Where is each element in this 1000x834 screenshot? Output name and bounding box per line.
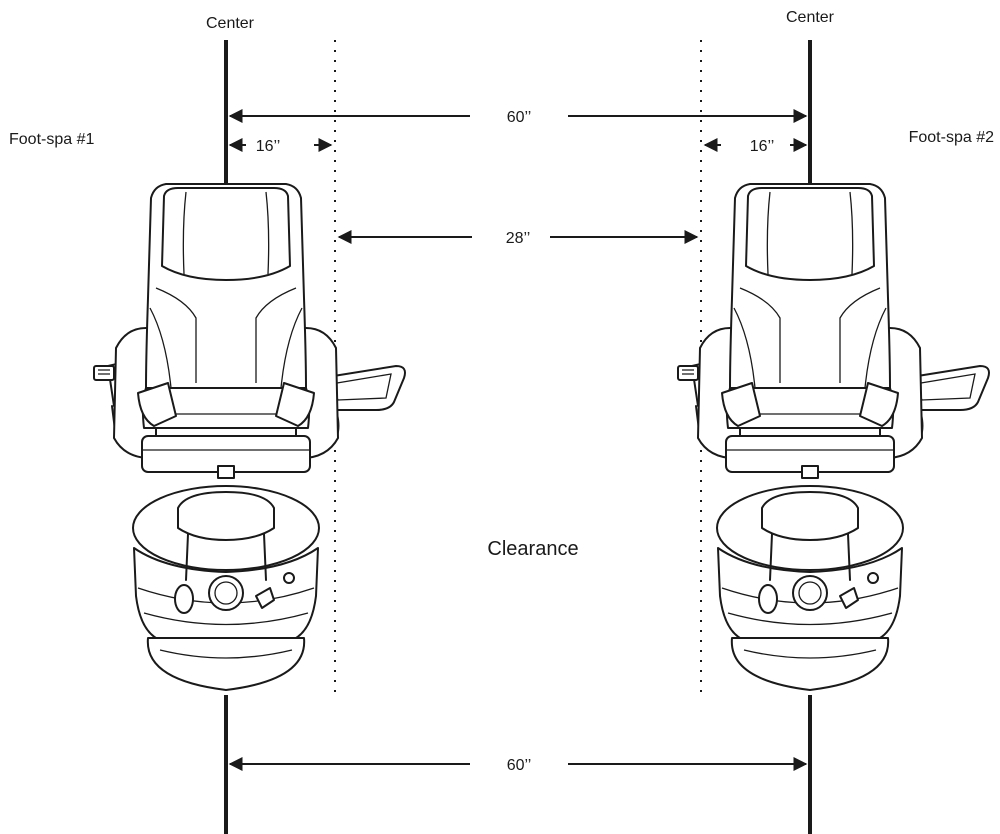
foot-spa-chair-1	[93, 183, 406, 691]
foot-spa-chair-2	[677, 183, 990, 691]
dim-left-offset-label: 16’’	[256, 138, 281, 155]
dim-top-label: 60’’	[507, 109, 532, 126]
clearance-label: Clearance	[487, 538, 578, 560]
dim-bottom-label: 60’’	[507, 757, 532, 774]
foot-spa-1-label: Foot-spa #1	[9, 131, 94, 148]
center-label-right: Center	[786, 9, 835, 26]
foot-spa-2-label: Foot-spa #2	[909, 129, 994, 146]
center-label-left: Center	[206, 15, 255, 32]
dim-gap-label: 28’’	[506, 230, 531, 247]
dim-right-offset-label: 16’’	[750, 138, 775, 155]
